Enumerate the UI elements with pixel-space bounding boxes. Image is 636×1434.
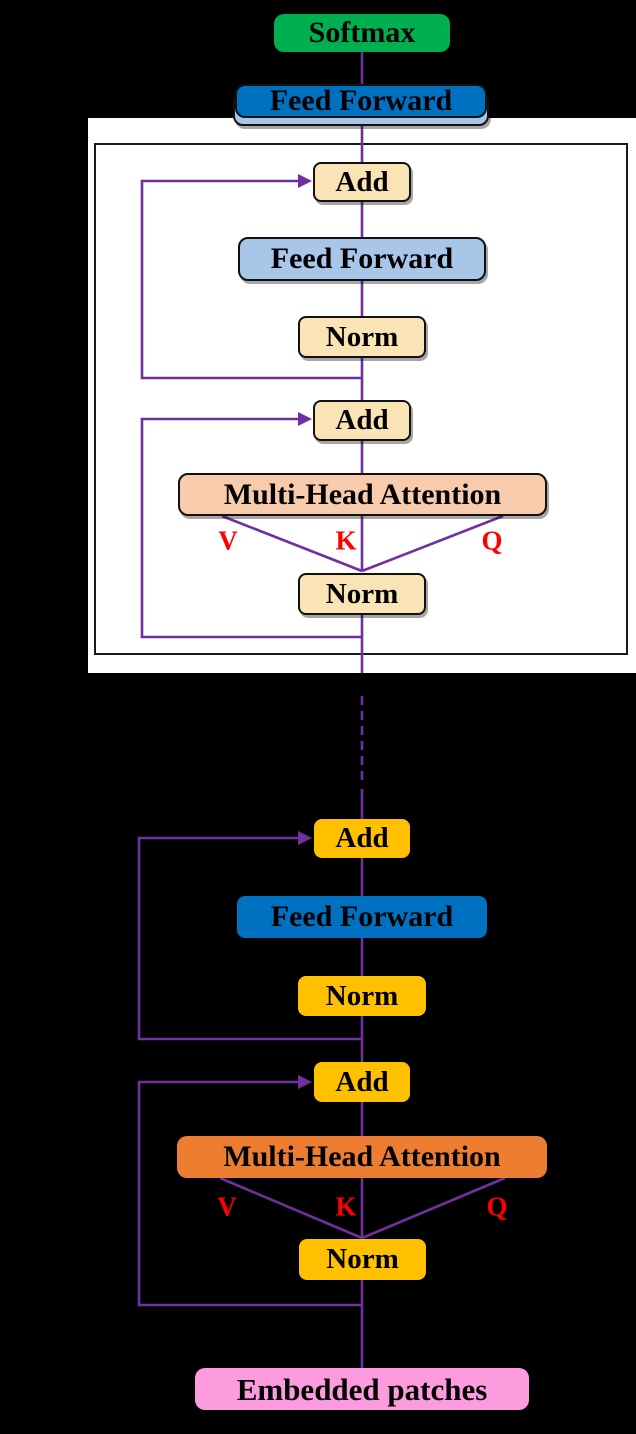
arrowhead-icon-inset-ff [298,174,312,188]
main-key-label: K [335,1191,357,1222]
main-norm-attn-node: Norm [299,1239,426,1280]
softmax-node: Softmax [274,14,450,52]
inset-key-label: K [335,525,357,556]
inset-norm-ff-node: Norm [298,316,426,358]
main-value-label: V [217,1191,237,1222]
arrowhead-icon-main-ff [298,831,312,845]
main-multi-head-attention-node: Multi-Head Attention [177,1136,547,1178]
inset-query-label: Q [481,525,503,556]
arrowhead-icon-inset-attn [298,412,312,426]
wire-value-diagonal-inset [221,514,363,573]
residual-loop-inset-attn [140,417,362,639]
wire-query-diagonal-main [361,1176,506,1240]
residual-loop-inset-ff [140,179,362,380]
arrowhead-icon-main-attn [298,1075,312,1089]
main-norm-ff-node: Norm [298,976,426,1016]
inset-value-label: V [218,525,238,556]
inset-feed-forward-node: Feed Forward [238,237,486,281]
inset-add-ff-node: Add [313,162,411,202]
residual-loop-main-attn [137,1080,362,1307]
inset-norm-attn-node: Norm [298,573,426,615]
inset-add-attn-node: Add [313,400,411,441]
main-query-label: Q [486,1191,508,1222]
wire-value-diagonal-main [219,1176,363,1240]
main-add-ff-node: Add [314,819,410,858]
feed-forward-head-node: Feed Forward [235,84,487,118]
inset-multi-head-attention-node: Multi-Head Attention [178,473,547,516]
embedded-patches-node: Embedded patches [195,1368,529,1410]
main-add-attn-node: Add [314,1062,410,1102]
residual-loop-main-ff [137,836,362,1041]
wire-query-diagonal-inset [361,514,504,573]
main-feed-forward-node: Feed Forward [237,896,487,938]
